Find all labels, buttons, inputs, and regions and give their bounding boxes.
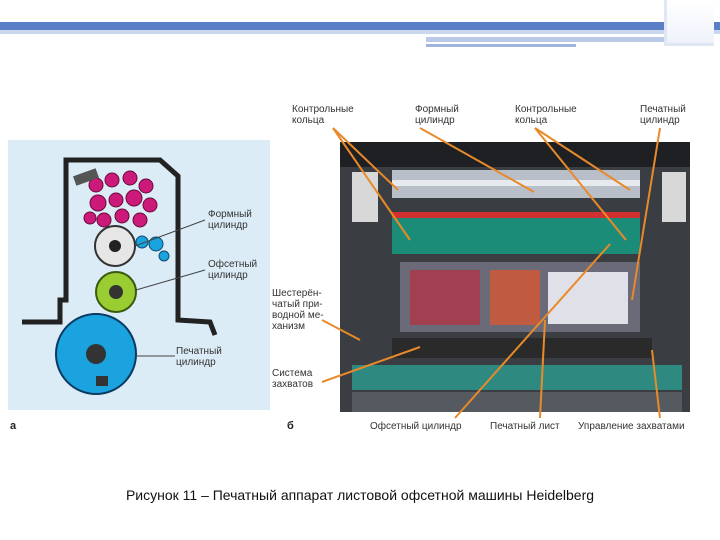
label-impression-cylinder-a: Печатный цилиндр (176, 346, 222, 368)
offset-cylinder-photo (392, 218, 640, 254)
header-accent-bar (0, 22, 720, 30)
panel-letter-b: б (287, 420, 294, 432)
panel-letter-a: а (10, 420, 17, 432)
label-gear-mechanism: Шестерён- чатый при- водной ме- ханизм (272, 288, 324, 332)
dampening-rollers (135, 235, 170, 262)
photo-drawing (340, 142, 690, 412)
label-control-rings-right: Контрольные кольца (515, 104, 577, 126)
header-light-bar (0, 30, 720, 34)
ink-fountain (73, 168, 99, 186)
label-plate-cylinder-b: Формный цилиндр (415, 104, 459, 126)
label-offset-cylinder-a: Офсетный цилиндр (208, 259, 258, 281)
label-gripper-system: Система захватов (272, 368, 314, 390)
header-short-bar-thin (426, 44, 576, 47)
corner-decoration (664, 0, 714, 46)
figure-caption: Рисунок 11 – Печатный аппарат листовой о… (125, 487, 595, 503)
ink-rollers (83, 170, 158, 228)
label-control-rings-left: Контрольные кольца (292, 104, 354, 126)
label-offset-cylinder-b: Офсетный цилиндр (370, 421, 462, 432)
right-control-panel (662, 172, 686, 222)
label-printed-sheet: Печатный лист (490, 421, 560, 432)
machine-frame (22, 157, 218, 336)
gripper-bar (392, 338, 652, 358)
header-short-bar (426, 37, 664, 42)
label-impression-cylinder-b: Печатный цилиндр (640, 104, 686, 126)
label-gripper-control: Управление захватами (578, 421, 685, 432)
left-control-panel (352, 172, 378, 222)
photo-arrows (321, 127, 661, 419)
label-plate-cylinder-a: Формный цилиндр (208, 209, 252, 231)
diagram-leader-lines (134, 219, 206, 357)
